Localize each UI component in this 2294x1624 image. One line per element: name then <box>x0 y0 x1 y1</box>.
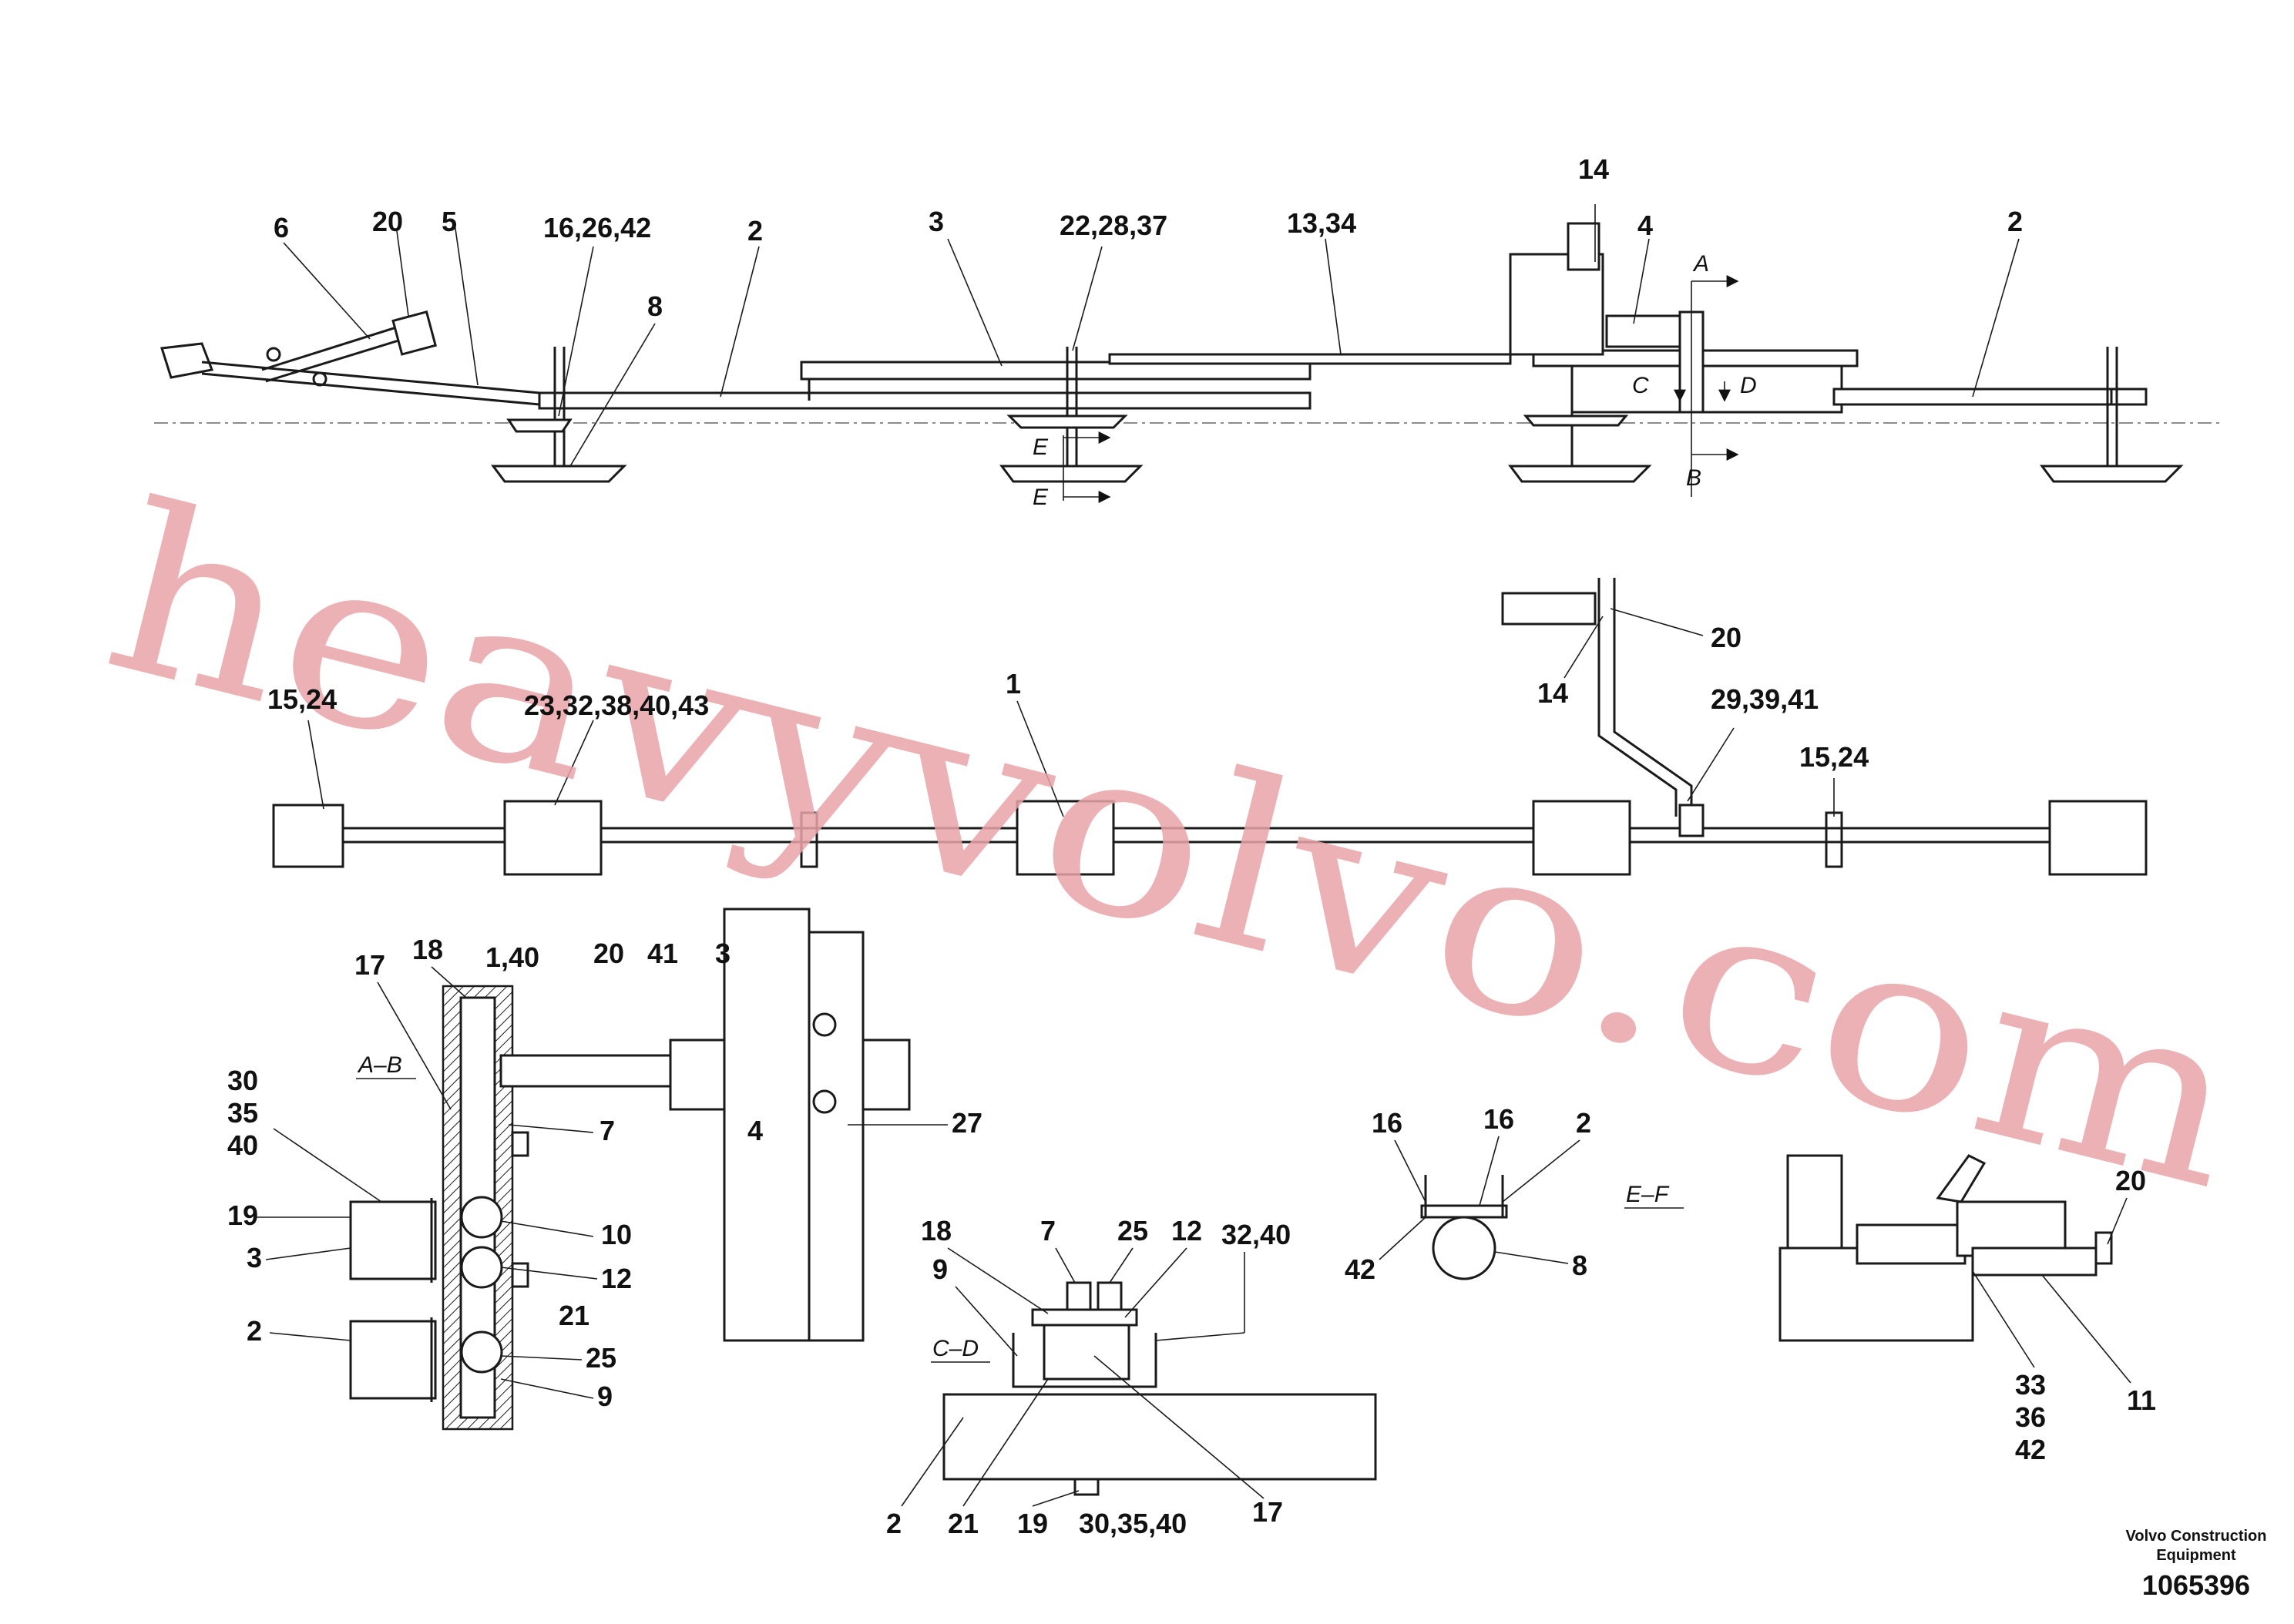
callouts-middle: 15,24 23,32,38,40,43 1 20 14 29,39,41 15… <box>267 622 1869 773</box>
section-mark: B <box>1686 465 1701 491</box>
callout-label: 1 <box>1006 668 1021 700</box>
callout-label: 20 <box>593 938 624 969</box>
callout-label: 1,40 <box>485 941 539 973</box>
callout-label: 3 <box>247 1242 262 1273</box>
callout-label: 20 <box>2115 1165 2146 1196</box>
watermark: heavyvolvo.com <box>85 453 2265 1241</box>
callout-label: 16 <box>1372 1107 1402 1139</box>
callout-label: 30,35,40 <box>1079 1508 1187 1539</box>
callout-label: 5 <box>442 206 457 237</box>
section-mark: E <box>1033 435 1049 460</box>
callout-label: 2 <box>2007 206 2023 237</box>
callout-label: 9 <box>597 1381 613 1412</box>
callout-label: 12 <box>1171 1215 1202 1247</box>
section-title: E–F <box>1626 1182 1670 1207</box>
callout-label: 20 <box>372 206 403 237</box>
callout-label: 13,34 <box>1287 207 1356 239</box>
section-ef-labels: E–F 16 16 2 42 8 <box>1345 1103 1684 1285</box>
callout-label: 11 <box>2127 1384 2156 1416</box>
callout-label: 9 <box>932 1253 948 1285</box>
callout-label: 3 <box>929 206 944 237</box>
section-ef <box>1420 1175 1508 1280</box>
detail-right-labels: 20 33 36 42 11 <box>1972 1165 2156 1465</box>
callout-label: 20 <box>1711 622 1741 653</box>
callout-label: 22,28,37 <box>1060 210 1167 241</box>
top-elevation-view <box>154 204 2219 503</box>
callout-label: 30 <box>227 1065 258 1096</box>
callout-label: 36 <box>2015 1401 2046 1433</box>
callout-label: 21 <box>559 1300 589 1331</box>
callout-label: 17 <box>354 949 385 981</box>
callout-label: 32,40 <box>1221 1219 1291 1250</box>
callout-label: 8 <box>647 290 663 322</box>
callout-label: 27 <box>952 1107 982 1139</box>
detail-right <box>1778 1154 2113 1342</box>
section-cd-labels: C–D 18 7 25 12 32,40 9 2 21 19 30,35,40 … <box>886 1215 1291 1539</box>
callout-label: 6 <box>274 212 289 243</box>
callout-label: 42 <box>1345 1253 1375 1285</box>
callout-label: 4 <box>747 1115 763 1146</box>
callout-label: 2 <box>886 1508 902 1539</box>
part-number: 1065396 <box>2142 1569 2250 1601</box>
callout-label: 16 <box>1483 1103 1514 1135</box>
callout-label: 17 <box>1252 1496 1283 1528</box>
section-mark: E <box>1033 485 1049 510</box>
callout-label: 4 <box>1637 210 1653 241</box>
callout-label: 42 <box>2015 1434 2046 1465</box>
brand-line-2: Equipment <box>2156 1547 2236 1564</box>
callout-label: 21 <box>948 1508 979 1539</box>
callout-label: 14 <box>1537 677 1568 709</box>
callout-label: 25 <box>1117 1215 1148 1247</box>
callout-label: 23,32,38,40,43 <box>524 690 709 721</box>
callout-label: 3 <box>715 938 731 969</box>
callout-label: 19 <box>1017 1508 1048 1539</box>
section-mark: C <box>1632 373 1649 398</box>
section-mark: A <box>1692 251 1709 277</box>
callout-label: 2 <box>1576 1107 1591 1139</box>
callout-label: 33 <box>2015 1369 2046 1401</box>
callout-label: 16,26,42 <box>543 212 651 243</box>
callout-label: 14 <box>1578 153 1609 185</box>
callout-label: 12 <box>601 1263 632 1294</box>
callout-label: 40 <box>227 1129 258 1161</box>
section-mark: D <box>1740 373 1757 398</box>
callout-label: 35 <box>227 1097 258 1129</box>
callout-label: 15,24 <box>1799 741 1869 773</box>
callout-label: 29,39,41 <box>1711 683 1819 715</box>
callout-label: 2 <box>247 1315 262 1347</box>
section-title: C–D <box>932 1336 979 1361</box>
brand-line-1: Volvo Construction <box>2126 1528 2267 1545</box>
callouts-top: 6 20 5 16,26,42 8 2 3 22,28,37 13,34 14 … <box>274 153 2023 510</box>
callout-label: 18 <box>921 1215 952 1247</box>
section-cd <box>942 1281 1377 1496</box>
callout-label: 8 <box>1572 1250 1587 1281</box>
callout-label: 10 <box>601 1219 632 1250</box>
section-ab-labels: A–B 17 18 1,40 20 41 3 4 27 7 30 35 40 1… <box>227 934 982 1412</box>
middle-plan-view <box>272 578 2148 876</box>
callout-label: 18 <box>412 934 443 965</box>
callout-label: 25 <box>586 1342 616 1374</box>
callout-label: 7 <box>1040 1215 1056 1247</box>
section-ab <box>349 908 911 1431</box>
callout-label: 7 <box>600 1115 615 1146</box>
callout-label: 19 <box>227 1200 258 1231</box>
callout-label: 15,24 <box>267 683 337 715</box>
callout-label: 41 <box>647 938 678 969</box>
section-title: A–B <box>357 1052 402 1078</box>
callout-label: 2 <box>747 215 763 247</box>
